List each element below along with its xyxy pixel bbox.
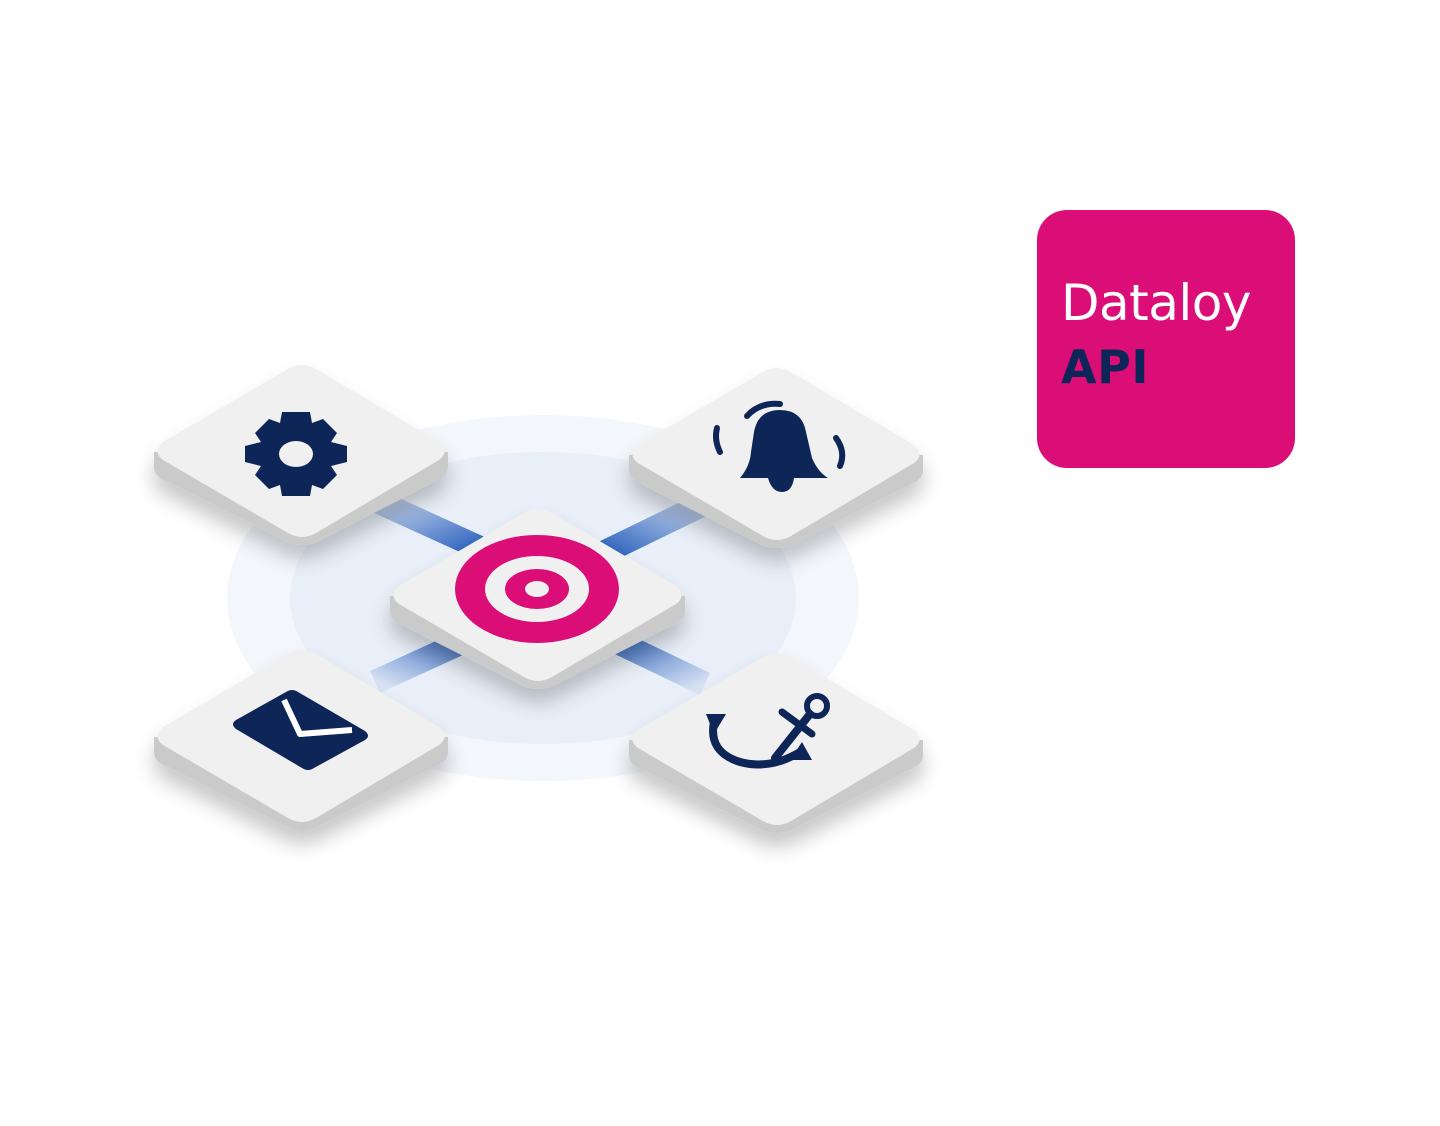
envelope-icon bbox=[233, 690, 368, 770]
connector-gear bbox=[365, 487, 485, 559]
target-icon bbox=[455, 535, 619, 643]
bell-icon bbox=[713, 400, 846, 492]
badge-title: Dataloy bbox=[1061, 274, 1251, 332]
tile-anchor bbox=[629, 653, 923, 833]
badge-subtitle: API bbox=[1061, 340, 1149, 394]
dataloy-api-badge: Dataloy API bbox=[1037, 210, 1295, 468]
anchor-icon bbox=[706, 693, 830, 769]
gear-icon bbox=[245, 412, 347, 496]
